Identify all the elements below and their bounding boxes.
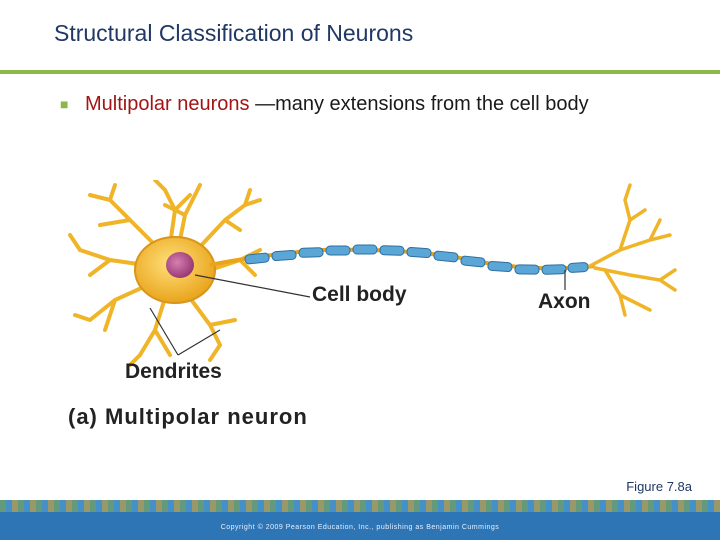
myelin-sheath xyxy=(244,244,589,275)
footer-stripes xyxy=(0,500,720,512)
dendrites-leader-right xyxy=(177,329,221,356)
bullet-square-icon: ■ xyxy=(60,96,69,112)
axon-terminals xyxy=(588,183,677,317)
title-divider xyxy=(0,70,720,74)
slide-title: Structural Classification of Neurons xyxy=(54,20,414,46)
label-axon: Axon xyxy=(538,290,591,313)
label-dendrites: Dendrites xyxy=(125,360,222,383)
nucleus xyxy=(166,252,194,278)
bullet-text: Multipolar neurons —many extensions from… xyxy=(60,91,660,117)
multipolar-neuron-illustration xyxy=(68,180,677,367)
bullet-term: Multipolar neurons xyxy=(85,93,256,115)
figure-reference: Figure 7.8a xyxy=(626,479,692,494)
bullet-item: ■ Multipolar neurons —many extensions fr… xyxy=(60,91,660,117)
copyright-text: Copyright © 2009 Pearson Education, Inc.… xyxy=(220,524,500,531)
neuron-figure: Cell body Axon Dendrites (a) Multipolar … xyxy=(60,180,700,440)
dendrites-leader-left xyxy=(149,307,179,356)
bullet-description: —many extensions from the cell body xyxy=(255,93,589,115)
label-cell-body: Cell body xyxy=(312,283,407,306)
figure-caption: (a) Multipolar neuron xyxy=(68,404,308,429)
cell-body-leader xyxy=(194,274,311,298)
dendrites xyxy=(68,180,262,367)
footer-bar: Copyright © 2009 Pearson Education, Inc.… xyxy=(0,500,720,540)
